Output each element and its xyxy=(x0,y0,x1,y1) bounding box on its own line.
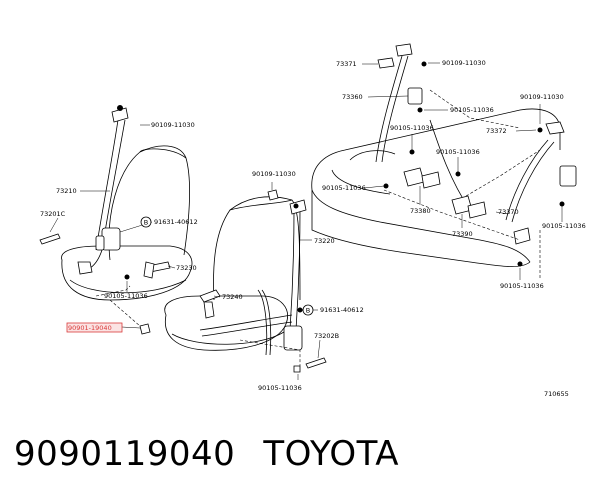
label-90109-11030-b: 90109-11030 xyxy=(252,170,296,178)
label-90105-11036-b: 90105-11036 xyxy=(258,384,302,392)
parts-diagram: B B 90109-11030 73210 73201C 91631-40612… xyxy=(39,43,586,398)
figure-id: 710655 xyxy=(544,390,569,398)
front-seat-left xyxy=(61,145,193,301)
part-labels: 90109-11030 73210 73201C 91631-40612 732… xyxy=(40,59,586,398)
label-90105-11036-h: 90105-11036 xyxy=(500,282,544,290)
label-73240: 73240 xyxy=(222,293,243,301)
leader-lines xyxy=(49,62,563,380)
circle-b-label-1: B xyxy=(144,219,148,227)
part-number: 9090119040 xyxy=(14,434,236,474)
label-73370: 73370 xyxy=(498,208,519,216)
label-73230: 73230 xyxy=(176,264,197,272)
caption: 9090119040 TOYOTA xyxy=(14,434,399,474)
circle-b-marker-2: B xyxy=(302,304,314,316)
label-90109-11030-d: 90109-11030 xyxy=(520,93,564,101)
label-73360: 73360 xyxy=(342,93,363,101)
label-73390: 73390 xyxy=(452,230,473,238)
highlight-box xyxy=(66,322,123,333)
label-73220: 73220 xyxy=(314,237,335,245)
label-90109-11030-c: 90109-11030 xyxy=(442,59,486,67)
circle-b-label-2: B xyxy=(306,307,310,315)
front-belt-left xyxy=(39,105,171,335)
label-73372: 73372 xyxy=(486,127,507,135)
label-73371: 73371 xyxy=(336,60,357,68)
label-90105-11036-f: 90105-11036 xyxy=(322,184,366,192)
label-90105-11036-e: 90105-11036 xyxy=(436,148,480,156)
rear-seat xyxy=(311,108,561,267)
brand-name: TOYOTA xyxy=(263,434,400,474)
label-90105-11036-c: 90105-11036 xyxy=(450,106,494,114)
label-90105-11036-a: 90105-11036 xyxy=(104,292,148,300)
label-73380: 73380 xyxy=(410,207,431,215)
rear-belts xyxy=(375,43,577,267)
label-73201c: 73201C xyxy=(40,210,66,218)
front-belt-right xyxy=(199,189,327,373)
label-91631-40612-a: 91631-40612 xyxy=(154,218,198,226)
label-90105-11036-g: 90105-11036 xyxy=(542,222,586,230)
label-90109-11030-a: 90109-11030 xyxy=(151,121,195,129)
front-seat-right xyxy=(164,196,301,356)
label-73202b: 73202B xyxy=(314,332,339,340)
label-90901-19040: 90901-19040 xyxy=(68,324,112,332)
label-91631-40612-b: 91631-40612 xyxy=(320,306,364,314)
label-90105-11036-d: 90105-11036 xyxy=(390,124,434,132)
circle-b-marker-1: B xyxy=(140,216,152,228)
label-73210: 73210 xyxy=(56,187,77,195)
